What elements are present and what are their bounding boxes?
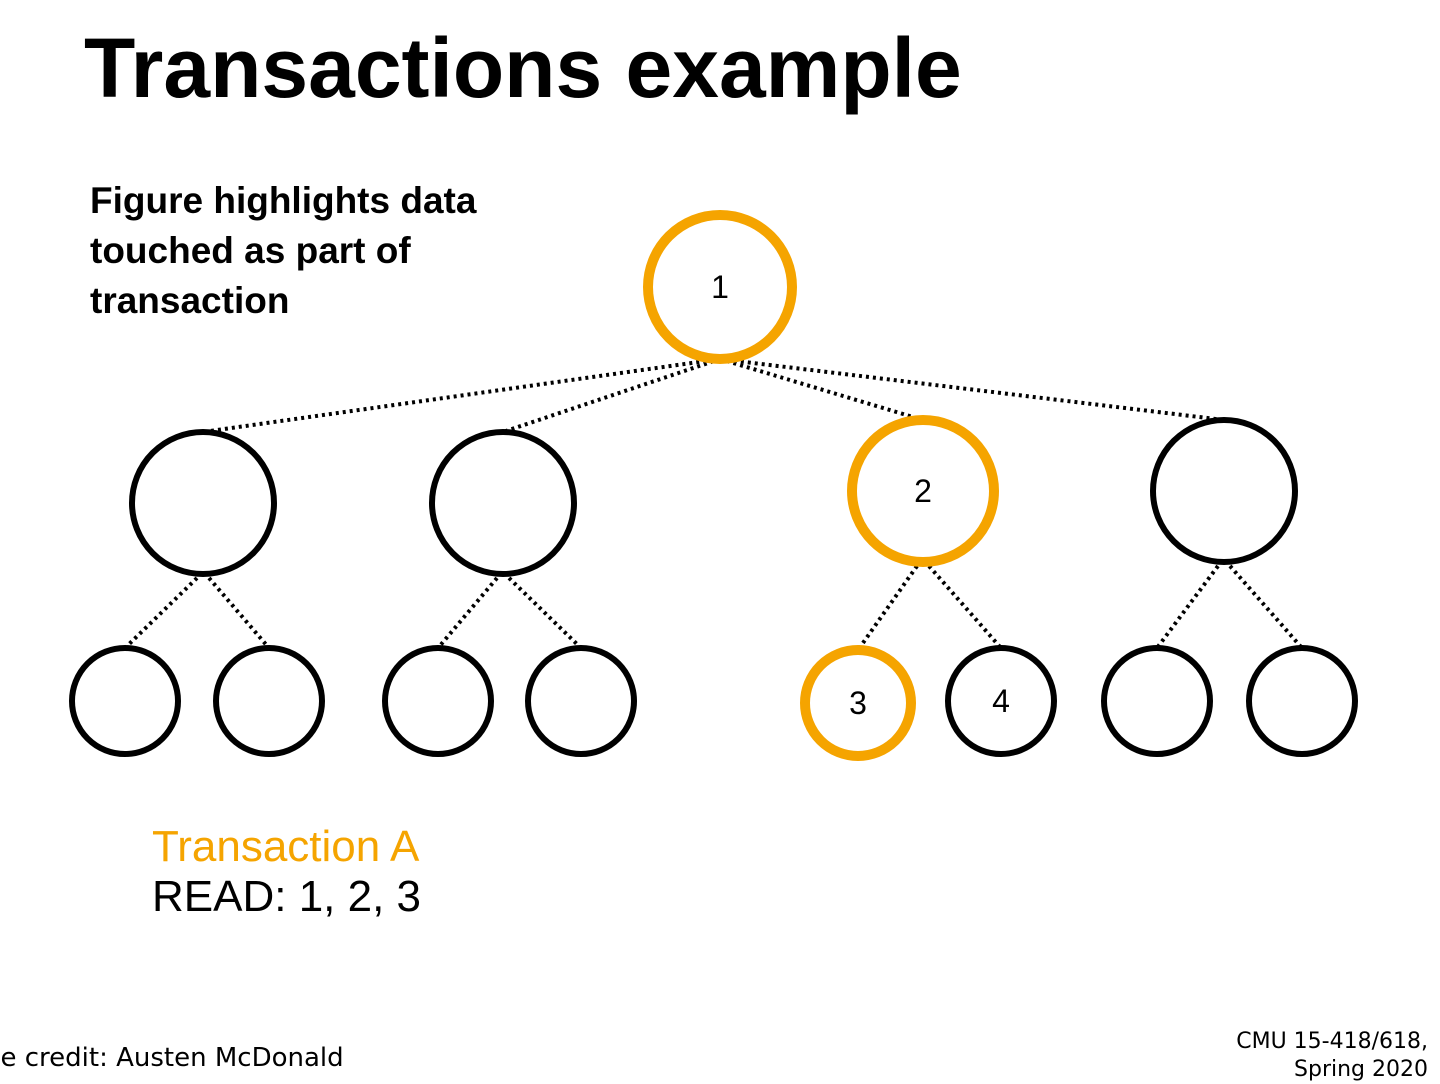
tree-node-circle — [429, 429, 577, 577]
tree-nodes: 1 2 3 4 — [69, 210, 1358, 761]
tree-node-root: 1 — [643, 210, 797, 364]
tree-edge-root-m1 — [202, 357, 721, 434]
tree-node-label: 3 — [849, 685, 867, 721]
tree-edge-m1-l2 — [207, 576, 271, 650]
tree-node-m4 — [1150, 417, 1298, 565]
tree-edge-m1-l1 — [123, 576, 199, 650]
tree-node-circle — [945, 645, 1057, 757]
slide-credit: de credit: Austen McDonald — [0, 1043, 344, 1073]
tree-node-circle — [129, 429, 277, 577]
tree-node-l6: 4 — [945, 645, 1057, 757]
tree-node-circle — [1150, 417, 1298, 565]
transaction-info: Transaction A READ: 1, 2, 3 — [152, 822, 421, 922]
tree-edge-m3-l6 — [927, 564, 1003, 650]
tree-edge-m2-l4 — [507, 576, 583, 650]
tree-node-m2 — [429, 429, 577, 577]
slide-title: Transactions example — [84, 21, 962, 115]
tree-edge-m4-l8 — [1228, 564, 1304, 650]
course-line-2: Spring 2020 — [1294, 1057, 1428, 1082]
tree-node-circle — [1246, 645, 1358, 757]
tree-node-label: 4 — [992, 683, 1010, 719]
tree-node-l2 — [213, 645, 325, 757]
tree-node-l3 — [382, 645, 494, 757]
caption-line-1: Figure highlights data — [90, 180, 477, 221]
tree-edges — [123, 357, 1304, 652]
tree-node-l7 — [1101, 645, 1213, 757]
tree-node-label: 1 — [711, 269, 729, 305]
tree-edge-root-m2 — [502, 357, 721, 434]
tree-node-l1 — [69, 645, 181, 757]
tree-node-circle — [800, 645, 916, 761]
tree-node-m3: 2 — [847, 415, 999, 567]
transaction-name: Transaction A — [152, 822, 420, 871]
tree-node-l4 — [525, 645, 637, 757]
course-info: CMU 15-418/618, Spring 2020 — [1236, 1028, 1428, 1084]
tree-node-circle — [525, 645, 637, 757]
tree-node-l5: 3 — [800, 645, 916, 761]
tree-edge-m4-l7 — [1155, 564, 1220, 650]
tree-edge-m2-l3 — [436, 576, 499, 650]
tree-node-m1 — [129, 429, 277, 577]
tree-node-circle — [382, 645, 494, 757]
tree-node-label: 2 — [914, 473, 932, 509]
transaction-read-set: READ: 1, 2, 3 — [152, 872, 422, 921]
tree-node-circle — [1101, 645, 1213, 757]
tree-node-circle — [213, 645, 325, 757]
tree-node-circle — [847, 415, 999, 567]
course-line-1: CMU 15-418/618, — [1236, 1029, 1428, 1054]
caption-line-2: touched as part of — [90, 230, 411, 271]
tree-node-l8 — [1246, 645, 1358, 757]
caption-line-3: transaction — [90, 280, 290, 321]
figure-caption: Figure highlights data touched as part o… — [90, 176, 550, 326]
tree-edge-root-m3 — [719, 357, 924, 422]
tree-edge-root-m4 — [719, 357, 1225, 422]
tree-node-circle — [69, 645, 181, 757]
tree-node-circle — [643, 210, 797, 364]
tree-edge-m3-l5 — [856, 564, 919, 652]
